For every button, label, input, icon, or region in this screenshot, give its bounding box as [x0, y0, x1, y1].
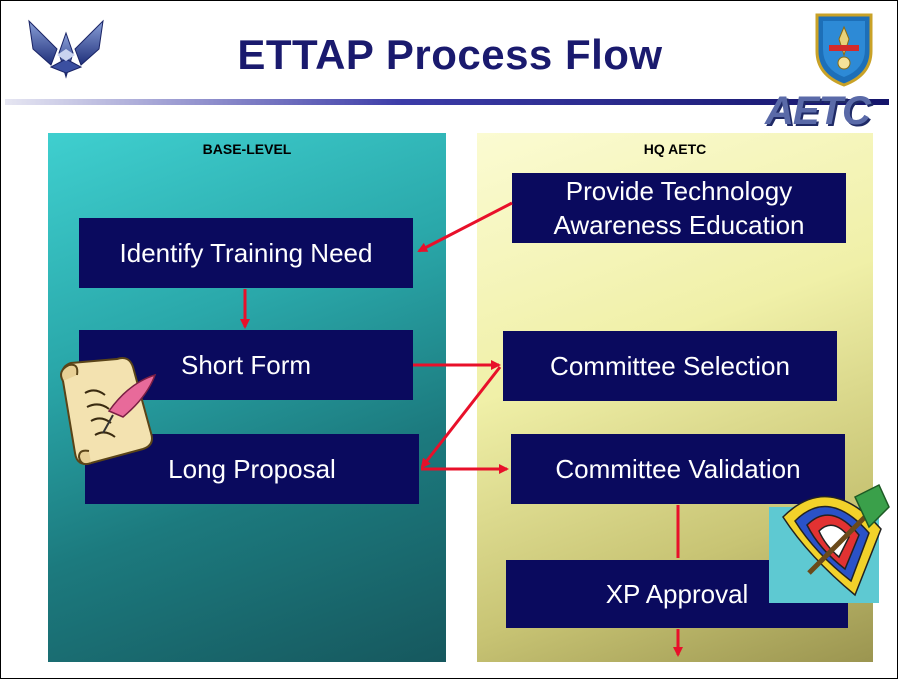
air-force-emblem-icon [28, 19, 104, 79]
hq-aetc-label: HQ AETC [643, 141, 707, 157]
identify-training-need-label: Identify Training Need [119, 238, 373, 268]
provide-technology-line2: Awareness Education [553, 210, 805, 240]
short-form-box: Short Form [79, 330, 413, 400]
committee-selection-box: Committee Selection [503, 331, 837, 401]
aetc-logo: AETC [765, 89, 871, 133]
xp-approval-label: XP Approval [605, 579, 749, 609]
provide-technology-box: Provide Technology Awareness Education [512, 173, 846, 243]
identify-training-need-box: Identify Training Need [79, 218, 413, 288]
scroll-quill-icon [60, 357, 157, 466]
aetc-shield-icon [815, 13, 873, 87]
long-proposal-label: Long Proposal [168, 454, 336, 484]
page-title: ETTAP Process Flow [237, 31, 663, 78]
title-divider [5, 99, 889, 105]
committee-validation-label: Committee Validation [555, 454, 801, 484]
base-level-label: BASE-LEVEL [202, 141, 292, 157]
target-dart-icon [769, 483, 890, 603]
committee-validation-box: Committee Validation [511, 434, 845, 504]
provide-technology-line1: Provide Technology [565, 176, 793, 206]
committee-selection-label: Committee Selection [550, 351, 790, 381]
short-form-label: Short Form [180, 350, 312, 380]
